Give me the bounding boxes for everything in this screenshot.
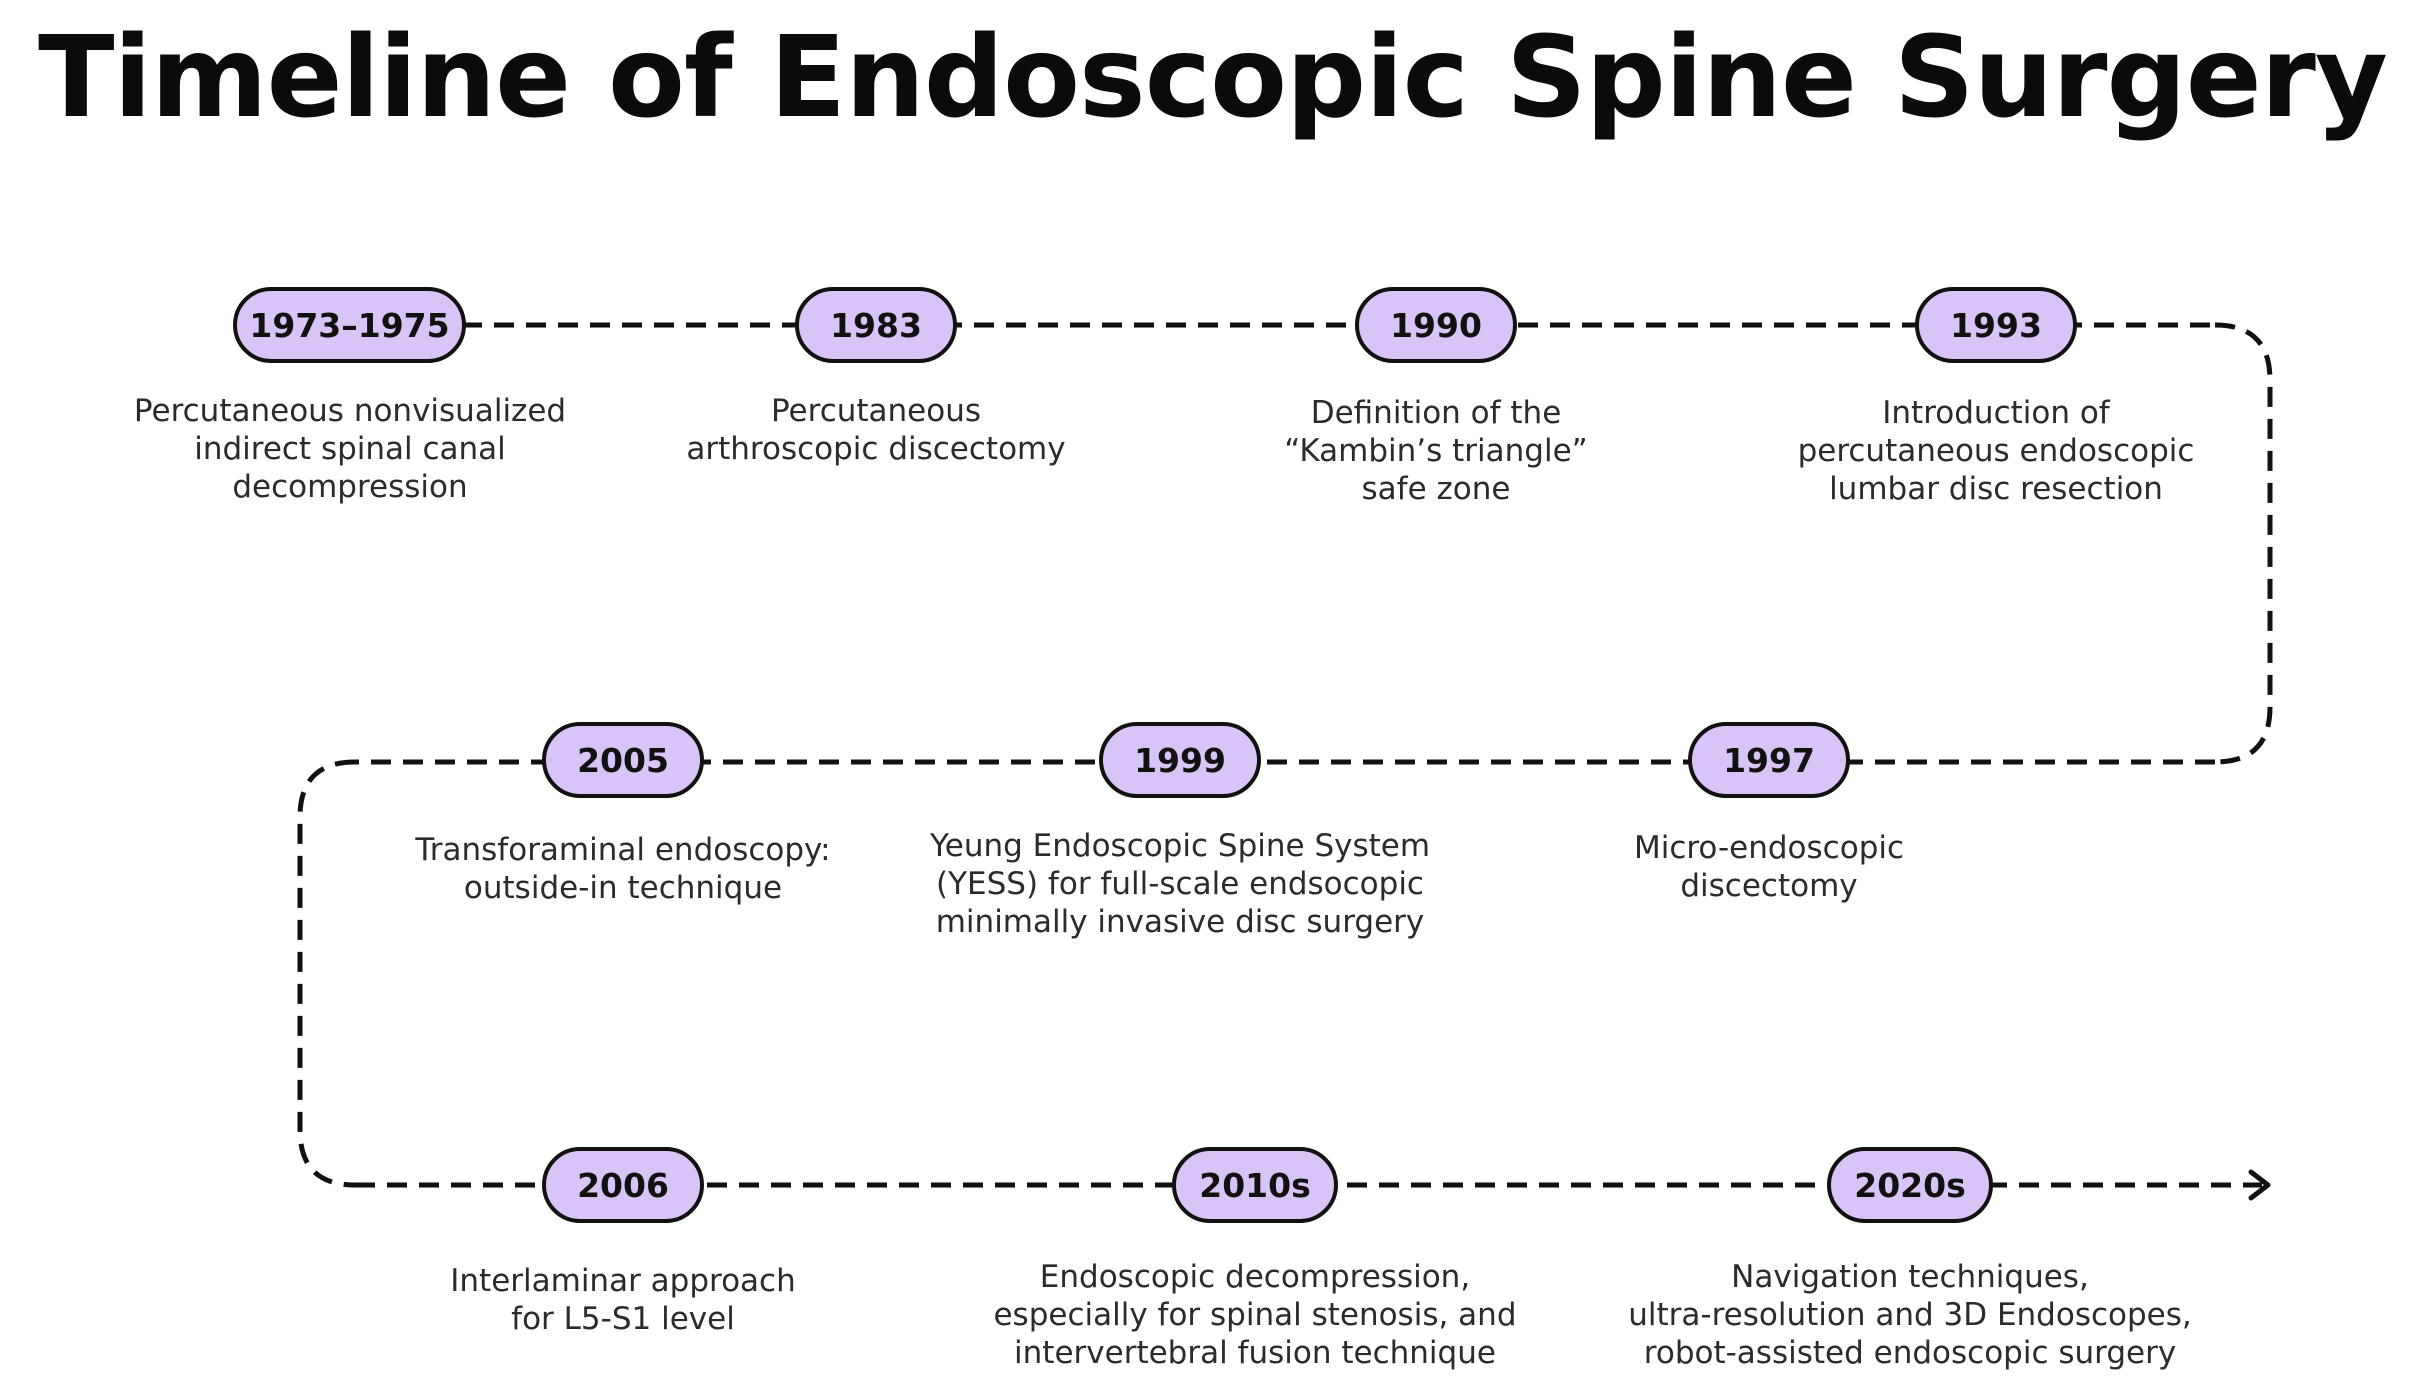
- year-pill-1983: 1983: [795, 287, 957, 363]
- description-line: minimally invasive disc surgery: [935, 904, 1425, 940]
- event-description-2020s: Navigation techniques, ultra-resolution …: [1600, 1258, 2220, 1372]
- event-description-1997: Micro-endoscopic discectomy: [1459, 829, 2079, 905]
- description-line: robot-assisted endoscopic surgery: [1643, 1335, 2177, 1371]
- event-description-1983: Percutaneous arthroscopic discectomy: [566, 392, 1186, 468]
- description-line: especially for spinal stenosis, and: [993, 1297, 1517, 1333]
- description-line: safe zone: [1361, 471, 1511, 507]
- event-description-1993: Introduction of percutaneous endoscopic …: [1686, 394, 2306, 508]
- description-line: Endoscopic decompression,: [1039, 1259, 1471, 1295]
- event-description-2006: Interlaminar approach for L5-S1 level: [313, 1262, 933, 1338]
- description-line: lumbar disc resection: [1829, 471, 2163, 507]
- connector-right-bend: [2214, 322, 2273, 765]
- arrowhead-icon: [2248, 1169, 2271, 1201]
- description-line: Introduction of: [1882, 395, 2110, 431]
- description-line: arthroscopic discectomy: [686, 431, 1066, 467]
- description-line: indirect spinal canal: [194, 431, 506, 467]
- description-line: Yeung Endoscopic Spine System: [929, 828, 1431, 864]
- description-line: Definition of the: [1310, 395, 1562, 431]
- description-line: Micro-endoscopic: [1633, 830, 1905, 866]
- year-pill-2006: 2006: [542, 1147, 704, 1223]
- year-pill-2005: 2005: [542, 722, 704, 798]
- description-line: decompression: [232, 469, 468, 505]
- description-line: percutaneous endoscopic: [1797, 433, 2195, 469]
- year-pill-1993: 1993: [1915, 287, 2077, 363]
- description-line: Navigation techniques,: [1731, 1259, 2089, 1295]
- event-description-1990: Definition of the “Kambin’s triangle” sa…: [1126, 394, 1746, 508]
- description-line: “Kambin’s triangle”: [1284, 433, 1588, 469]
- year-pill-1973-1975: 1973–1975: [233, 287, 466, 363]
- year-pill-2010s: 2010s: [1172, 1147, 1338, 1223]
- event-description-1973-1975: Percutaneous nonvisualized indirect spin…: [40, 392, 660, 506]
- year-pill-1999: 1999: [1099, 722, 1261, 798]
- description-line: (YESS) for full-scale endsocopic: [936, 866, 1424, 902]
- year-pill-2020s: 2020s: [1827, 1147, 1993, 1223]
- event-description-2010s: Endoscopic decompression, especially for…: [945, 1258, 1565, 1372]
- description-line: Interlaminar approach: [450, 1263, 796, 1299]
- connector-left-bend: [297, 759, 356, 1188]
- description-line: Percutaneous nonvisualized: [133, 393, 567, 429]
- description-line: Percutaneous: [770, 393, 982, 429]
- description-line: ultra-resolution and 3D Endoscopes,: [1628, 1297, 2192, 1333]
- description-line: outside-in technique: [463, 870, 783, 906]
- page-title: Timeline of Endoscopic Spine Surgery: [38, 13, 2388, 143]
- event-description-2005: Transforaminal endoscopy: outside-in tec…: [313, 831, 933, 907]
- description-line: intervertebral fusion technique: [1014, 1335, 1496, 1371]
- year-pill-1997: 1997: [1688, 722, 1850, 798]
- description-line: discectomy: [1680, 868, 1858, 904]
- event-description-1999: Yeung Endoscopic Spine System (YESS) for…: [870, 827, 1490, 941]
- year-pill-1990: 1990: [1355, 287, 1517, 363]
- description-line: for L5-S1 level: [511, 1301, 735, 1337]
- description-line: Transforaminal endoscopy:: [415, 832, 831, 868]
